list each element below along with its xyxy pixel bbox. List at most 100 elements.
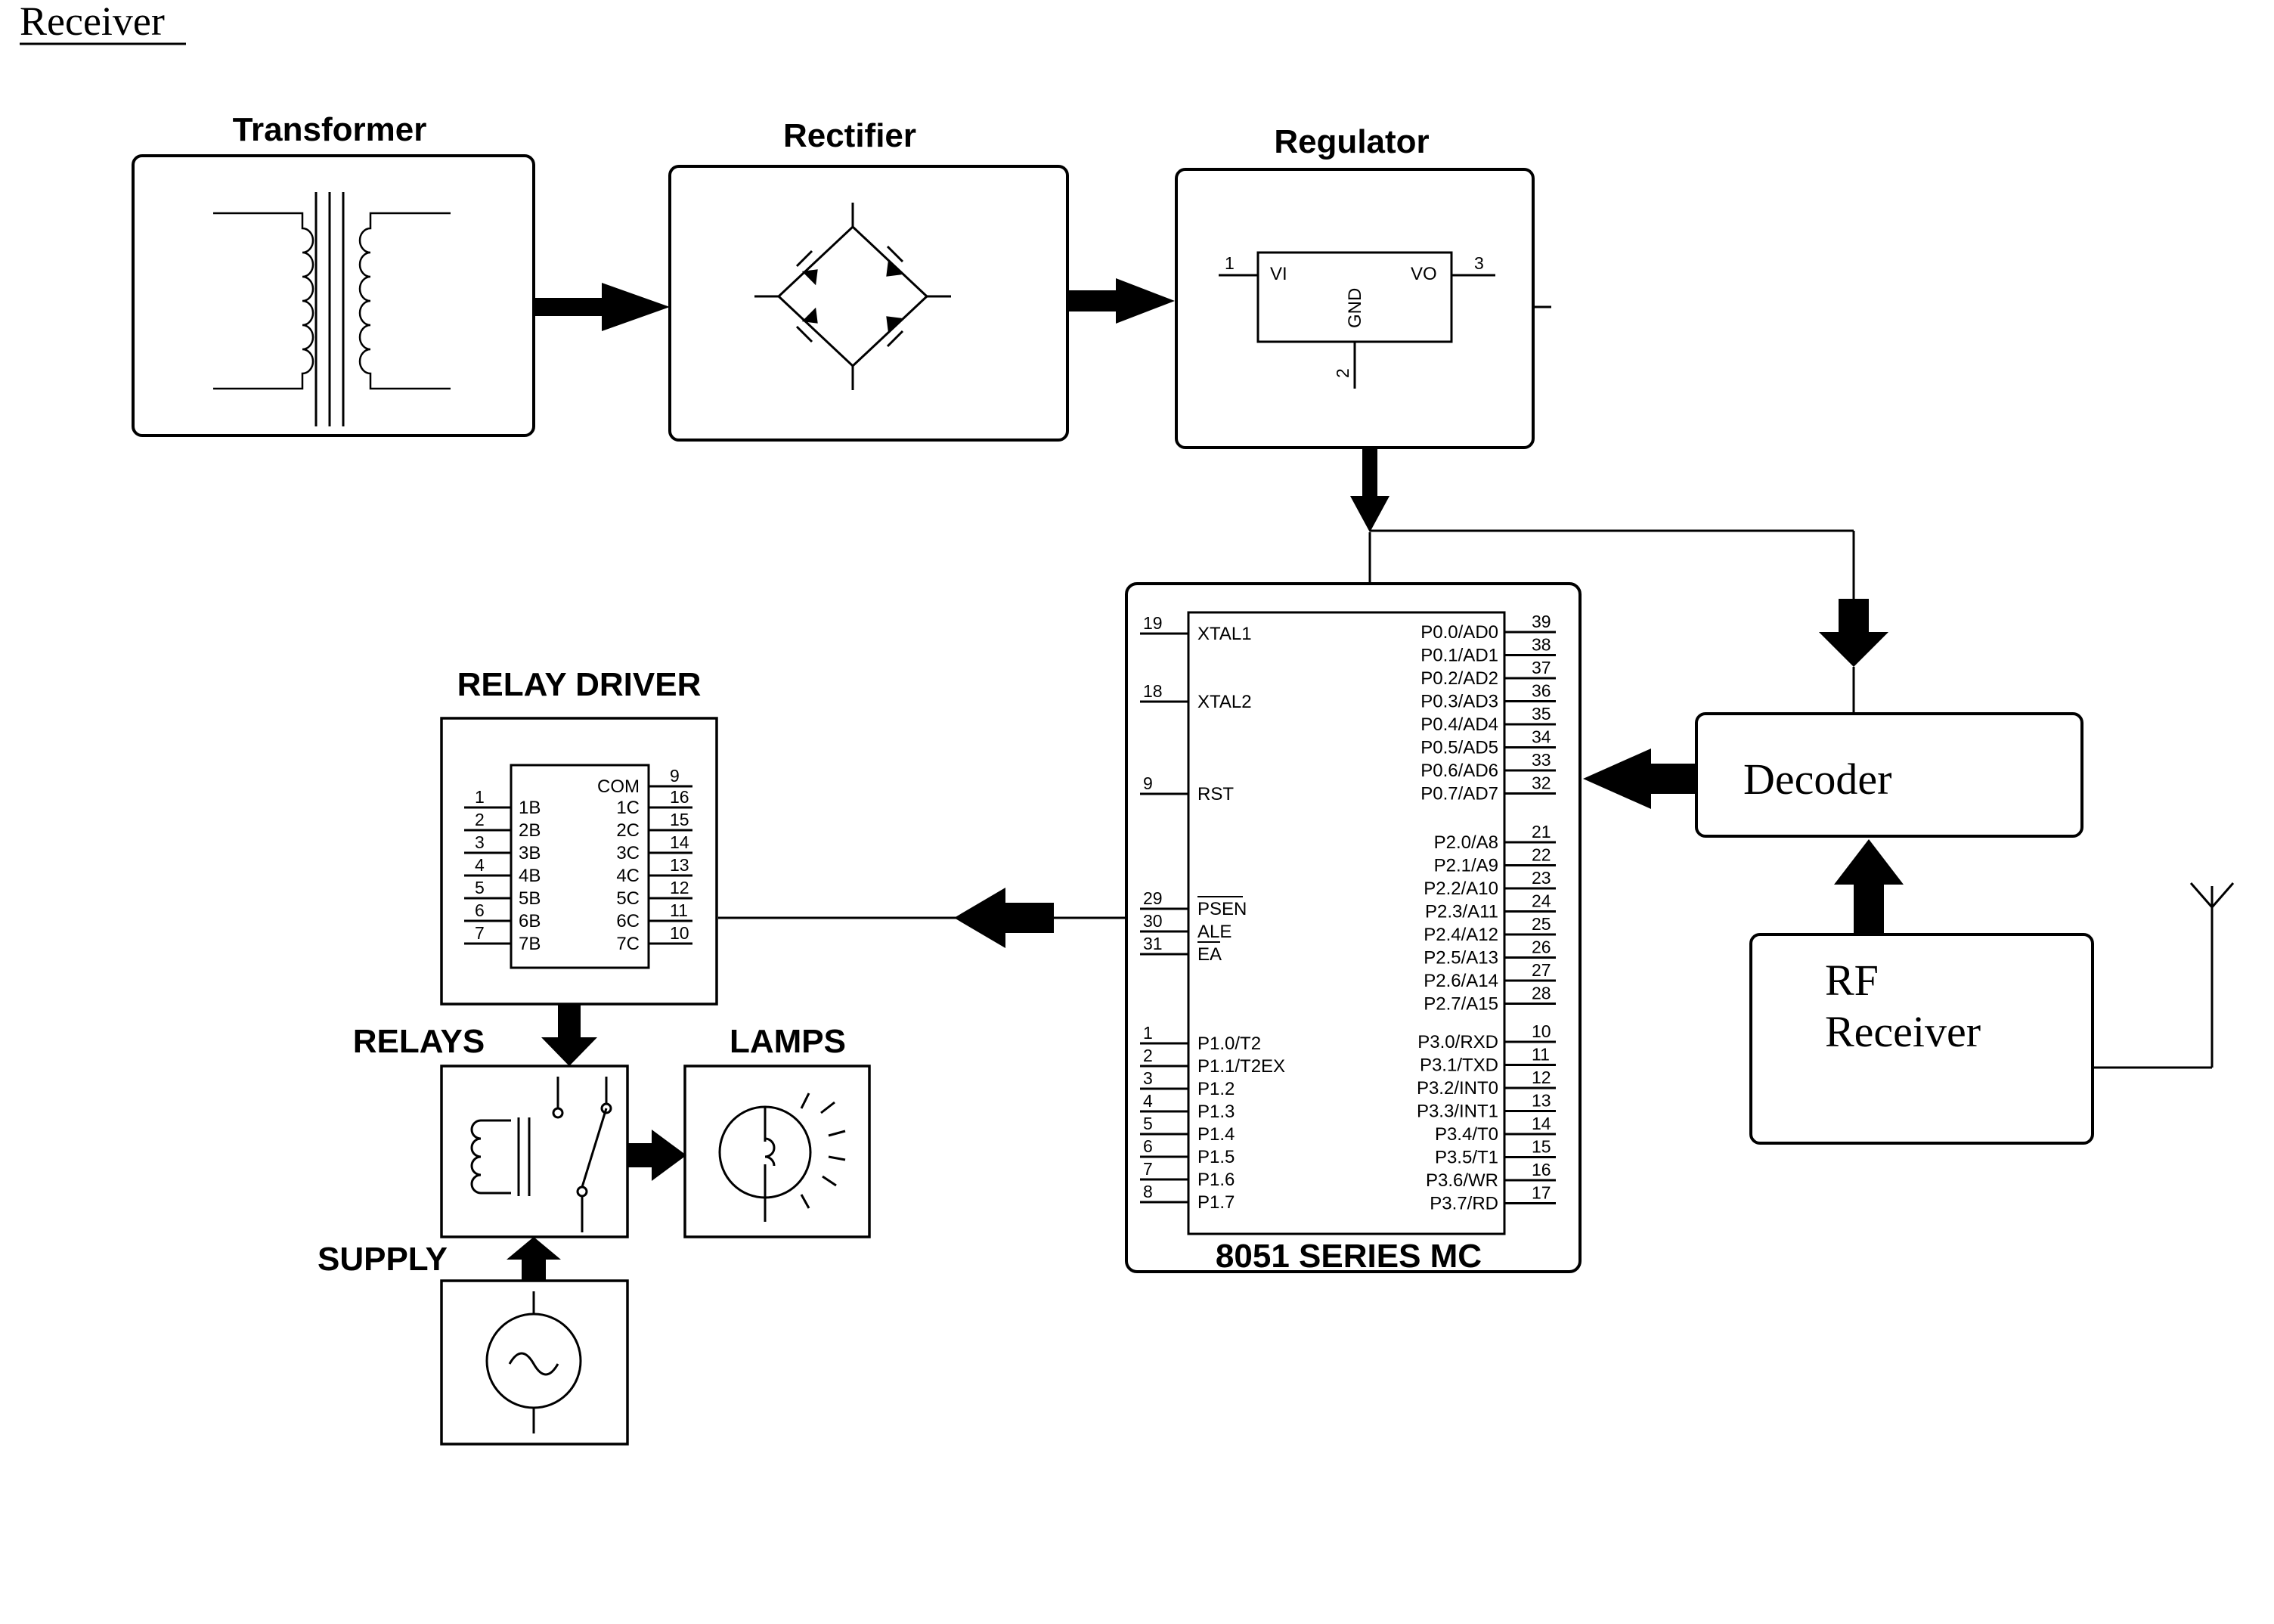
antenna-icon <box>2093 882 2235 1069</box>
pin-number: 27 <box>1532 960 1551 980</box>
mcu-left-pins: 19XTAL118XTAL29RST29PSEN30ALE31EA1P1.0/T… <box>1140 613 1285 1213</box>
supply-box <box>440 1279 629 1446</box>
pin-name: P0.1/AD1 <box>1420 646 1498 666</box>
pin-name: ALE <box>1197 922 1231 942</box>
pin-name: 4B <box>519 866 541 886</box>
pin-name: P1.7 <box>1197 1192 1235 1213</box>
power-bus <box>1350 448 1888 714</box>
pin-number: 30 <box>1143 911 1163 931</box>
pin-number: 32 <box>1532 773 1551 793</box>
pin-name: P2.2/A10 <box>1424 879 1498 899</box>
pin-name: P3.4/T0 <box>1435 1124 1498 1145</box>
pin-number: 2 <box>1143 1046 1153 1065</box>
pin-name: 3C <box>616 843 640 863</box>
voltage-regulator-ic: VI VO GND 1 3 2 <box>1219 251 1551 389</box>
pin-name: P0.7/AD7 <box>1420 784 1498 804</box>
pin-number: 11 <box>1532 1045 1550 1065</box>
mcu-pin-p1-3: 4P1.3 <box>1140 1091 1235 1122</box>
supply-label: SUPPLY <box>318 1241 448 1278</box>
rf-receiver-box <box>1749 933 2094 1145</box>
rf-receiver-block: RF Receiver <box>1749 882 2235 1145</box>
pin-number: 25 <box>1532 914 1551 934</box>
pin-number: 39 <box>1532 612 1551 631</box>
arrow-decoder-to-mcu <box>1583 748 1696 809</box>
pin-number: 7 <box>1143 1159 1153 1179</box>
pin-name: 6B <box>519 911 541 931</box>
pin-number: 3 <box>475 832 485 852</box>
decoder-block: Decoder <box>1695 712 2083 838</box>
mcu-pin-p1-6: 7P1.6 <box>1140 1159 1235 1190</box>
mcu-pin-p1-7: 8P1.7 <box>1140 1182 1235 1213</box>
pin-name: 6C <box>616 911 640 931</box>
pin-name: P3.1/TXD <box>1420 1055 1498 1076</box>
pin-number: 8 <box>1143 1182 1153 1201</box>
pin-name: P2.3/A11 <box>1425 902 1498 922</box>
pin-number: 3 <box>1143 1068 1153 1088</box>
pin-name: EA <box>1197 944 1222 965</box>
pin-number: 1 <box>1143 1023 1153 1043</box>
arrow-supply-to-relays <box>507 1237 561 1281</box>
pin-number: 10 <box>1532 1021 1551 1041</box>
pin-name: PSEN <box>1197 899 1247 919</box>
pin-number: 1 <box>475 787 485 807</box>
pin-name: RST <box>1197 784 1234 804</box>
pin-number: 5 <box>1143 1114 1153 1133</box>
pin-name: P1.2 <box>1197 1079 1235 1099</box>
mcu-right-pins: 39P0.0/AD038P0.1/AD137P0.2/AD236P0.3/AD3… <box>1417 612 1556 1214</box>
pin-name: P0.3/AD3 <box>1420 692 1498 712</box>
pin-number: 11 <box>670 900 688 920</box>
arrow-relays-to-lamps <box>627 1130 686 1181</box>
pin-name: 1C <box>616 798 640 818</box>
regulator-vo: VO <box>1411 264 1437 284</box>
relay-driver-label: RELAY DRIVER <box>457 666 702 703</box>
pin-name: P1.1/T2EX <box>1197 1056 1285 1077</box>
uln-input-5b: 55B <box>464 878 541 909</box>
pin-number: 36 <box>1532 681 1551 701</box>
pin-name: P2.7/A15 <box>1424 994 1498 1015</box>
pin-name: P3.3/INT1 <box>1417 1102 1498 1122</box>
relays-box <box>440 1065 629 1238</box>
pin-name: 2B <box>519 820 541 841</box>
pin-name: 4C <box>616 866 640 886</box>
pin-number: 14 <box>670 832 689 852</box>
pin-name: P2.4/A12 <box>1424 925 1498 945</box>
uln-output-6c: 11 6C <box>616 900 692 931</box>
pin-number: 15 <box>1532 1137 1551 1157</box>
arrow-bus-to-decoder <box>1819 599 1888 667</box>
pin-number: 21 <box>1532 822 1551 841</box>
regulator-block: Regulator VI VO GND 1 3 2 <box>1175 123 1551 449</box>
pin-name: XTAL1 <box>1197 624 1252 644</box>
pin-number: 13 <box>670 855 689 875</box>
pin-number: 5 <box>475 878 485 897</box>
uln-input-3b: 33B <box>464 832 541 863</box>
pin-number: 24 <box>1532 891 1551 911</box>
pin-name: P0.6/AD6 <box>1420 761 1498 781</box>
rectifier-label: Rectifier <box>783 117 916 154</box>
pin-name: P0.4/AD4 <box>1420 714 1498 735</box>
arrow-mcu-to-relay-driver <box>954 888 1054 948</box>
pin-number: 26 <box>1532 938 1551 957</box>
mcu-pin-p1-1-t2ex: 2P1.1/T2EX <box>1140 1046 1285 1077</box>
regulator-pin-in: 1 <box>1225 253 1235 273</box>
page-title: Receiver <box>20 0 165 44</box>
pin-name: P3.0/RXD <box>1417 1032 1498 1052</box>
pin-number: 28 <box>1532 984 1551 1003</box>
mcu-chip-body <box>1187 611 1506 1235</box>
arrow-driver-to-relays <box>541 1004 597 1066</box>
pin-number: 17 <box>1532 1183 1551 1203</box>
pin-number: 29 <box>1143 888 1163 908</box>
rf-label-line2: Receiver <box>1825 1007 1981 1056</box>
